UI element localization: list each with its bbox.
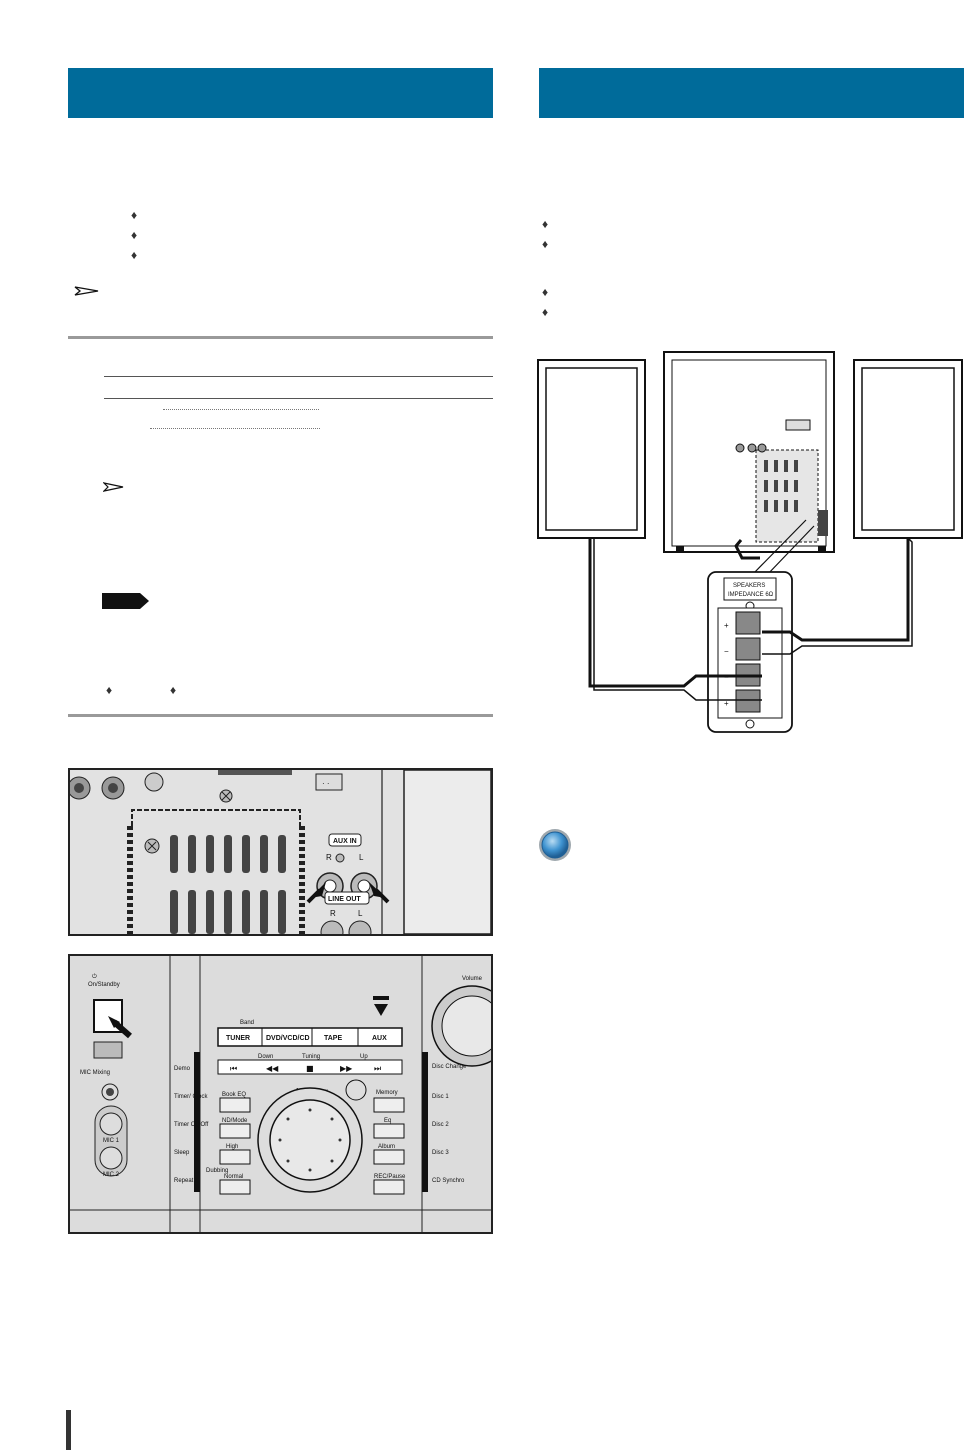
right-section-header xyxy=(539,68,964,118)
impedance-label: IMPEDANCE 6Ω xyxy=(728,592,774,598)
svg-text:−: − xyxy=(724,647,729,656)
aux-button: AUX xyxy=(372,1035,387,1042)
svg-text:Timer On/Off: Timer On/Off xyxy=(174,1122,209,1128)
bullet-icon: ♦ xyxy=(131,208,138,222)
svg-text:Volume: Volume xyxy=(462,976,483,982)
svg-text:Album: Album xyxy=(378,1144,395,1150)
note-tag-icon xyxy=(102,593,149,609)
svg-text:ND/Mode: ND/Mode xyxy=(222,1118,248,1124)
svg-text:MIC 1: MIC 1 xyxy=(103,1138,120,1144)
section-divider xyxy=(68,714,493,717)
front-panel-figure: ⏻ On/Standby MIC Mixing MIC 1 MIC 2 Band… xyxy=(68,954,493,1234)
section-divider xyxy=(68,336,493,339)
svg-text:Band: Band xyxy=(240,1020,254,1026)
svg-text:Up: Up xyxy=(360,1054,368,1060)
svg-text:Disc 1: Disc 1 xyxy=(432,1094,449,1100)
svg-text:Repeat: Repeat xyxy=(174,1178,194,1184)
aux-rear-panel-figure: · · AUX IN R L xyxy=(68,768,493,936)
svg-text:Timer/ Clock: Timer/ Clock xyxy=(174,1094,208,1100)
svg-text:Down: Down xyxy=(258,1054,273,1060)
svg-text:⏮: ⏮ xyxy=(230,1064,237,1073)
svg-text:Disc 3: Disc 3 xyxy=(432,1150,449,1156)
svg-text:Disc Change: Disc Change xyxy=(432,1064,467,1070)
dvd-vcd-cd-button: DVD/VCD/CD xyxy=(266,1035,310,1042)
arrow-note-icon xyxy=(103,482,124,492)
dot-leader xyxy=(163,409,319,410)
svg-text:· ·: · · xyxy=(322,779,330,788)
svg-text:Eq: Eq xyxy=(384,1118,391,1124)
arrow-note-icon xyxy=(74,286,99,296)
svg-text:Book EQ: Book EQ xyxy=(222,1092,246,1098)
svg-text:+: + xyxy=(724,621,729,630)
table-rule xyxy=(104,398,493,399)
left-section-header xyxy=(68,68,493,118)
svg-text:Disc 2: Disc 2 xyxy=(432,1122,449,1128)
bullet-icon: ♦ xyxy=(542,217,549,231)
line-out-label: LINE OUT xyxy=(328,896,361,903)
tape-button: TAPE xyxy=(324,1035,342,1042)
mic-mixing-label: MIC Mixing xyxy=(80,1070,110,1076)
svg-text:R: R xyxy=(330,909,336,918)
svg-text:⏭: ⏭ xyxy=(374,1064,381,1073)
page-footer-bar xyxy=(66,1410,71,1450)
aux-in-label: AUX IN xyxy=(333,838,357,845)
bullet-icon: ♦ xyxy=(131,248,138,262)
svg-text:◀◀: ◀◀ xyxy=(266,1064,279,1073)
svg-text:CD Synchro: CD Synchro xyxy=(432,1178,465,1184)
bullet-icon: ♦ xyxy=(542,237,549,251)
svg-text:Demo: Demo xyxy=(174,1066,191,1072)
svg-text:■: ■ xyxy=(306,1064,314,1073)
speakers-label: SPEAKERS xyxy=(733,583,765,589)
svg-text:High: High xyxy=(226,1144,238,1150)
svg-text:Sleep: Sleep xyxy=(174,1150,190,1156)
bullet-icon: ♦ xyxy=(131,228,138,242)
svg-text:R: R xyxy=(326,853,332,862)
svg-text:Normal: Normal xyxy=(224,1174,243,1180)
svg-text:L: L xyxy=(358,909,363,918)
dot-leader xyxy=(150,428,320,429)
bullet-icon: ♦ xyxy=(542,305,549,319)
svg-text:MIC 2: MIC 2 xyxy=(103,1172,120,1178)
bullet-icon: ♦ xyxy=(542,285,549,299)
svg-text:Memory: Memory xyxy=(376,1090,398,1096)
svg-text:⏻: ⏻ xyxy=(92,973,97,980)
bullet-icon: ♦ xyxy=(170,683,177,697)
tuner-button: TUNER xyxy=(226,1035,250,1042)
svg-text:Tuning: Tuning xyxy=(302,1054,320,1060)
on-standby-label: On/Standby xyxy=(88,982,120,988)
svg-text:L: L xyxy=(359,853,364,862)
bullet-icon: ♦ xyxy=(106,683,113,697)
table-rule xyxy=(104,376,493,377)
speaker-connection-diagram: SPEAKERS IMPEDANCE 6Ω + − − + xyxy=(537,351,963,733)
svg-text:REC/Pause: REC/Pause xyxy=(374,1174,406,1180)
svg-text:Dubbing: Dubbing xyxy=(206,1168,228,1174)
svg-text:▶▶: ▶▶ xyxy=(340,1064,353,1073)
svg-text:+: + xyxy=(724,699,729,708)
tip-info-icon xyxy=(539,829,571,861)
